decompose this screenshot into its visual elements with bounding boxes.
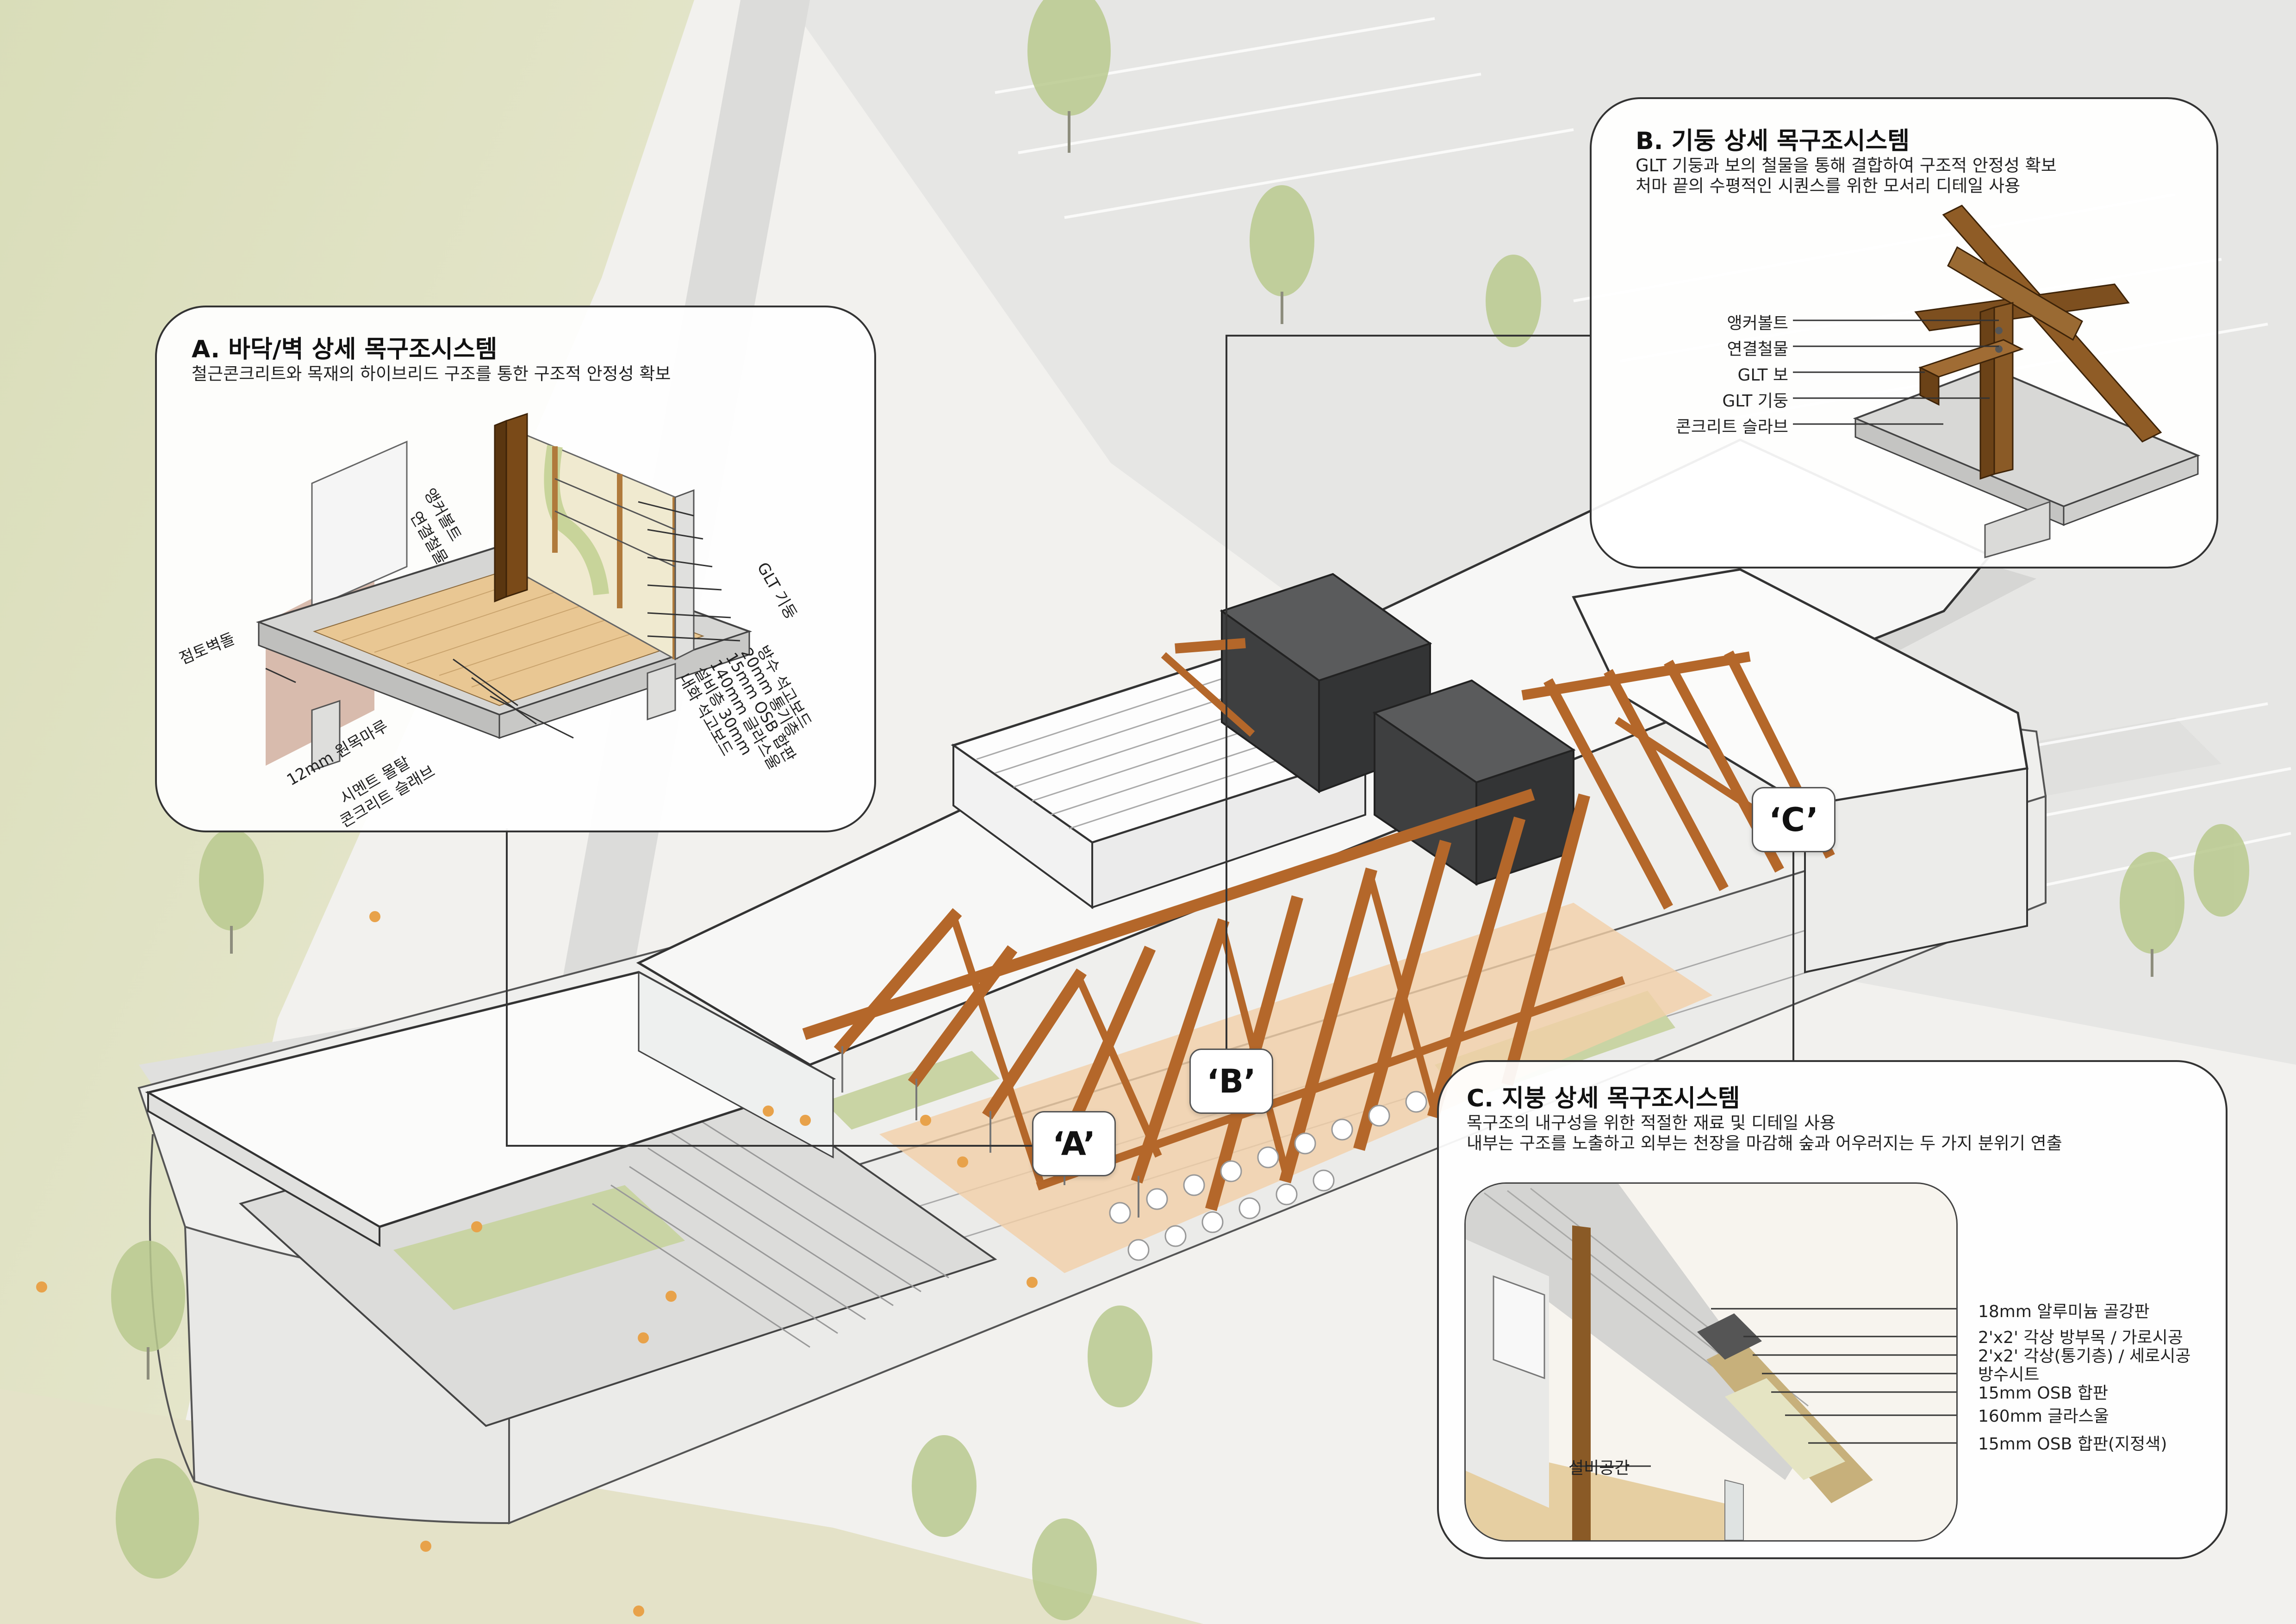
glt-column-face <box>1979 306 1995 480</box>
timber-deck <box>879 903 1712 1273</box>
label-connection-hardware: 연결철물 <box>1727 340 1788 359</box>
facade-glass <box>1724 1479 1744 1540</box>
glt-diagonal-beam-3 <box>1947 246 2083 341</box>
roof-detail-frame <box>1464 1182 1958 1542</box>
interior-column <box>1572 1225 1591 1540</box>
wall-membrane <box>544 445 609 595</box>
glt-column-face <box>494 419 507 603</box>
people <box>36 911 1038 1617</box>
lawn-strip-1 <box>824 1051 1000 1130</box>
roof-west-fascia <box>147 1091 380 1247</box>
panel-c-title: C. 지붕 상세 목구조시스템 <box>1467 1085 1740 1112</box>
callout-c: ‘C’ <box>1752 787 1836 852</box>
label-osb: 15mm OSB 합판 <box>1978 1384 2108 1403</box>
label-service-space: 설비공간 <box>1568 1459 1630 1478</box>
label-glass-wool: 160mm 글라스울 <box>1978 1407 2109 1426</box>
roof-east-wall <box>1804 767 2028 974</box>
panel-c-description-line-1: 목구조의 내구성을 위한 적절한 재료 및 디테일 사용 <box>1467 1113 1836 1133</box>
roof-detail-drawing <box>1466 1184 1956 1540</box>
label-anchor-bolt: 앵커볼트 <box>1727 314 1788 333</box>
trees <box>111 0 2249 1620</box>
dining-tables <box>1109 1091 1427 1261</box>
footing-right <box>647 662 676 721</box>
louver-block-front <box>1091 753 1366 909</box>
metal-roof-sheet <box>1466 1184 1808 1480</box>
footing-left <box>311 700 341 772</box>
detail-panel-b: B. 기둥 상세 목구조시스템 GLT 기둥과 보의 철물을 통해 결합하여 구… <box>1590 97 2218 568</box>
amphitheater-steps <box>592 1110 949 1348</box>
concrete-slab-edge-r <box>498 630 750 739</box>
label-waterproof-sheet: 방수시트 <box>1978 1365 2040 1384</box>
panel-b-description-line-1: GLT 기둥과 보의 철물을 통해 결합하여 구조적 안정성 확보 <box>1636 156 2057 175</box>
floor-wall-detail-drawing <box>255 412 753 772</box>
tree-trunks <box>147 111 2153 1380</box>
panel-b-title: B. 기둥 상세 목구조시스템 <box>1636 127 1910 155</box>
label-glt-column: GLT 기둥 <box>1722 392 1788 411</box>
roof-layer-insulation <box>1725 1378 1845 1480</box>
west-glazing <box>638 971 834 1159</box>
interior-window <box>1493 1275 1545 1380</box>
detail-panel-a: A. 바닥/벽 상세 목구조시스템 철근콘크리트와 목재의 하이브리드 구조를 … <box>155 306 876 832</box>
glt-column <box>505 412 528 598</box>
label-aluminum-sheet: 18mm 알루미늄 골강판 <box>1978 1302 2150 1321</box>
panel-c-description-line-2: 내부는 구조를 노출하고 외부는 천장을 마감해 숲과 어우러지는 두 가지 분… <box>1467 1133 2062 1153</box>
label-glt-beam: GLT 보 <box>1737 366 1788 385</box>
label-batten-horizontal: 2'x2' 각상 방부목 / 가로시공 <box>1978 1328 2183 1347</box>
callout-b: ‘B’ <box>1189 1049 1273 1114</box>
label-concrete-slab: 콘크리트 슬라브 <box>1675 418 1788 437</box>
panel-a-title: A. 바닥/벽 상세 목구조시스템 <box>192 336 498 363</box>
label-batten-vertical: 2'x2' 각상(통기층) / 세로시공 <box>1978 1347 2191 1366</box>
label-osb-colored: 15mm OSB 합판(지정색) <box>1978 1435 2167 1454</box>
panel-b-description-line-2: 처마 끝의 수평적인 시퀀스를 위한 모서리 디테일 사용 <box>1636 176 2021 196</box>
callout-a: ‘A’ <box>1032 1111 1116 1176</box>
column-slab-edge-r <box>2063 454 2199 526</box>
column-footing <box>1984 500 2051 558</box>
column-detail-drawing <box>1793 205 2201 558</box>
glt-beam-side <box>1919 366 1940 406</box>
roof-layer-membrane <box>1697 1313 1762 1360</box>
wall-edge <box>674 489 695 661</box>
panel-a-description: 철근콘크리트와 목재의 하이브리드 구조를 통한 구조적 안정성 확보 <box>192 364 671 384</box>
detail-panel-c: C. 지붕 상세 목구조시스템 목구조의 내구성을 위한 적절한 재료 및 디테… <box>1437 1060 2228 1559</box>
glass-wall <box>311 440 408 610</box>
